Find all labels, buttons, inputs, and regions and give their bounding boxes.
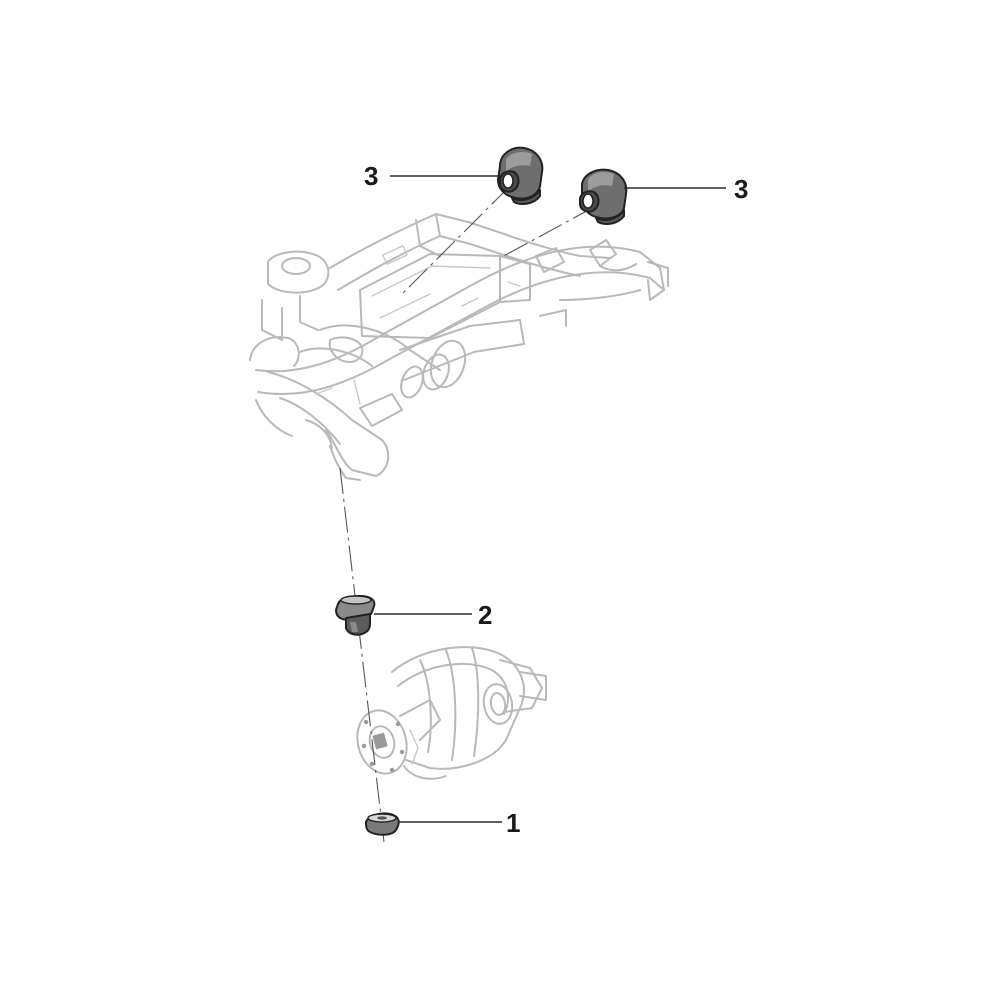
callout-number-1: 1 [506,808,520,838]
rear-differential [356,646,547,780]
callout-number-2: 2 [478,600,492,630]
callout-number-3-left: 3 [364,161,378,191]
subframe-bushing-right[interactable] [579,168,628,225]
centerline-vertical [339,467,385,843]
callout-number-3-right: 3 [734,174,748,204]
callout-labels: 3 3 2 1 [364,161,748,838]
leader-lines [374,175,726,823]
centerline-right-bushing [499,205,597,259]
assembly-centerlines [339,185,597,843]
lower-washer[interactable] [365,812,400,836]
subframe-bushing-left[interactable] [497,146,544,205]
centerline-left-bushing [399,185,511,297]
rear-subframe [249,213,669,481]
differential-mount-bushing[interactable] [335,595,376,636]
